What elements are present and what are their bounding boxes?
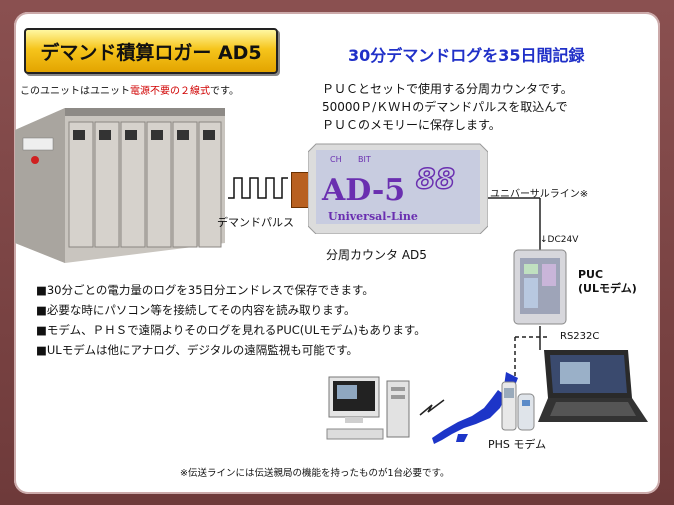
bullet-2: ■必要な時にパソコン等を接続してその内容を読み取ります。: [36, 303, 356, 317]
ad5-counter-device-icon: CH BIT AD-5 88 Universal-Line: [308, 143, 488, 234]
laptop-icon: [538, 350, 648, 422]
title-banner: デマンド積算ロガー AD5: [24, 28, 278, 74]
description-line-2: 50000Ｐ/ＫＷＨのデマンドパルスを取込んで: [322, 100, 568, 114]
device-model: AD-5: [321, 173, 405, 208]
puc-modem-icon: [513, 249, 567, 325]
title-note-prefix: このユニットはユニット: [20, 86, 130, 97]
device-caption: 分周カウンタ AD5: [326, 248, 427, 262]
puc-label: PUC(ULモデム): [578, 268, 637, 296]
title-note-suffix: です。: [210, 86, 239, 97]
bullet-4: ■ULモデムは他にアナログ、デジタルの遠隔監視も可能です。: [36, 343, 359, 357]
title-text: デマンド積算ロガー AD5: [40, 42, 262, 64]
phs-phone-icon: [501, 381, 535, 431]
puc-label-line-2: (ULモデム): [578, 282, 637, 295]
device-subtitle: Universal-Line: [328, 210, 418, 223]
universal-line-label: ユニバーサルライン※: [490, 189, 589, 200]
bullet-1: ■30分ごとの電力量のログを35日分エンドレスで保存できます。: [36, 283, 374, 297]
switchgear-cabinet-icon: [15, 108, 225, 263]
demand-pulse-label: デマンドパルス: [217, 216, 294, 229]
desktop-pc-icon: [326, 376, 410, 440]
device-badge-ch: CH: [330, 155, 342, 164]
device-logo: 88: [416, 162, 455, 195]
device-badge-bit: BIT: [358, 155, 371, 164]
title-note-red: 電源不要の２線式: [130, 86, 210, 97]
headline: 30分デマンドログを35日間記録: [348, 46, 585, 65]
bullet-3: ■モデム、ＰＨＳで遠隔よりそのログを見れるPUC(ULモデム)もあります。: [36, 323, 426, 337]
pulse-waveform-icon: [228, 177, 288, 199]
phs-modem-label: PHS モデム: [488, 438, 547, 451]
description-line-3: ＰＵＣのメモリーに保存します。: [322, 118, 501, 132]
dc24v-label: ↓DC24V: [540, 235, 579, 245]
description-line-1: ＰＵＣとセットで使用する分周カウンタです。: [322, 82, 573, 96]
rs232c-label: RS232C: [560, 331, 600, 342]
puc-label-line-1: PUC: [578, 268, 604, 281]
japan-map-icon: [432, 372, 518, 444]
title-note: このユニットはユニット電源不要の２線式です。: [20, 82, 239, 97]
footnote: ※伝送ラインには伝送親局の機能を持ったものが1台必要です。: [180, 468, 450, 479]
